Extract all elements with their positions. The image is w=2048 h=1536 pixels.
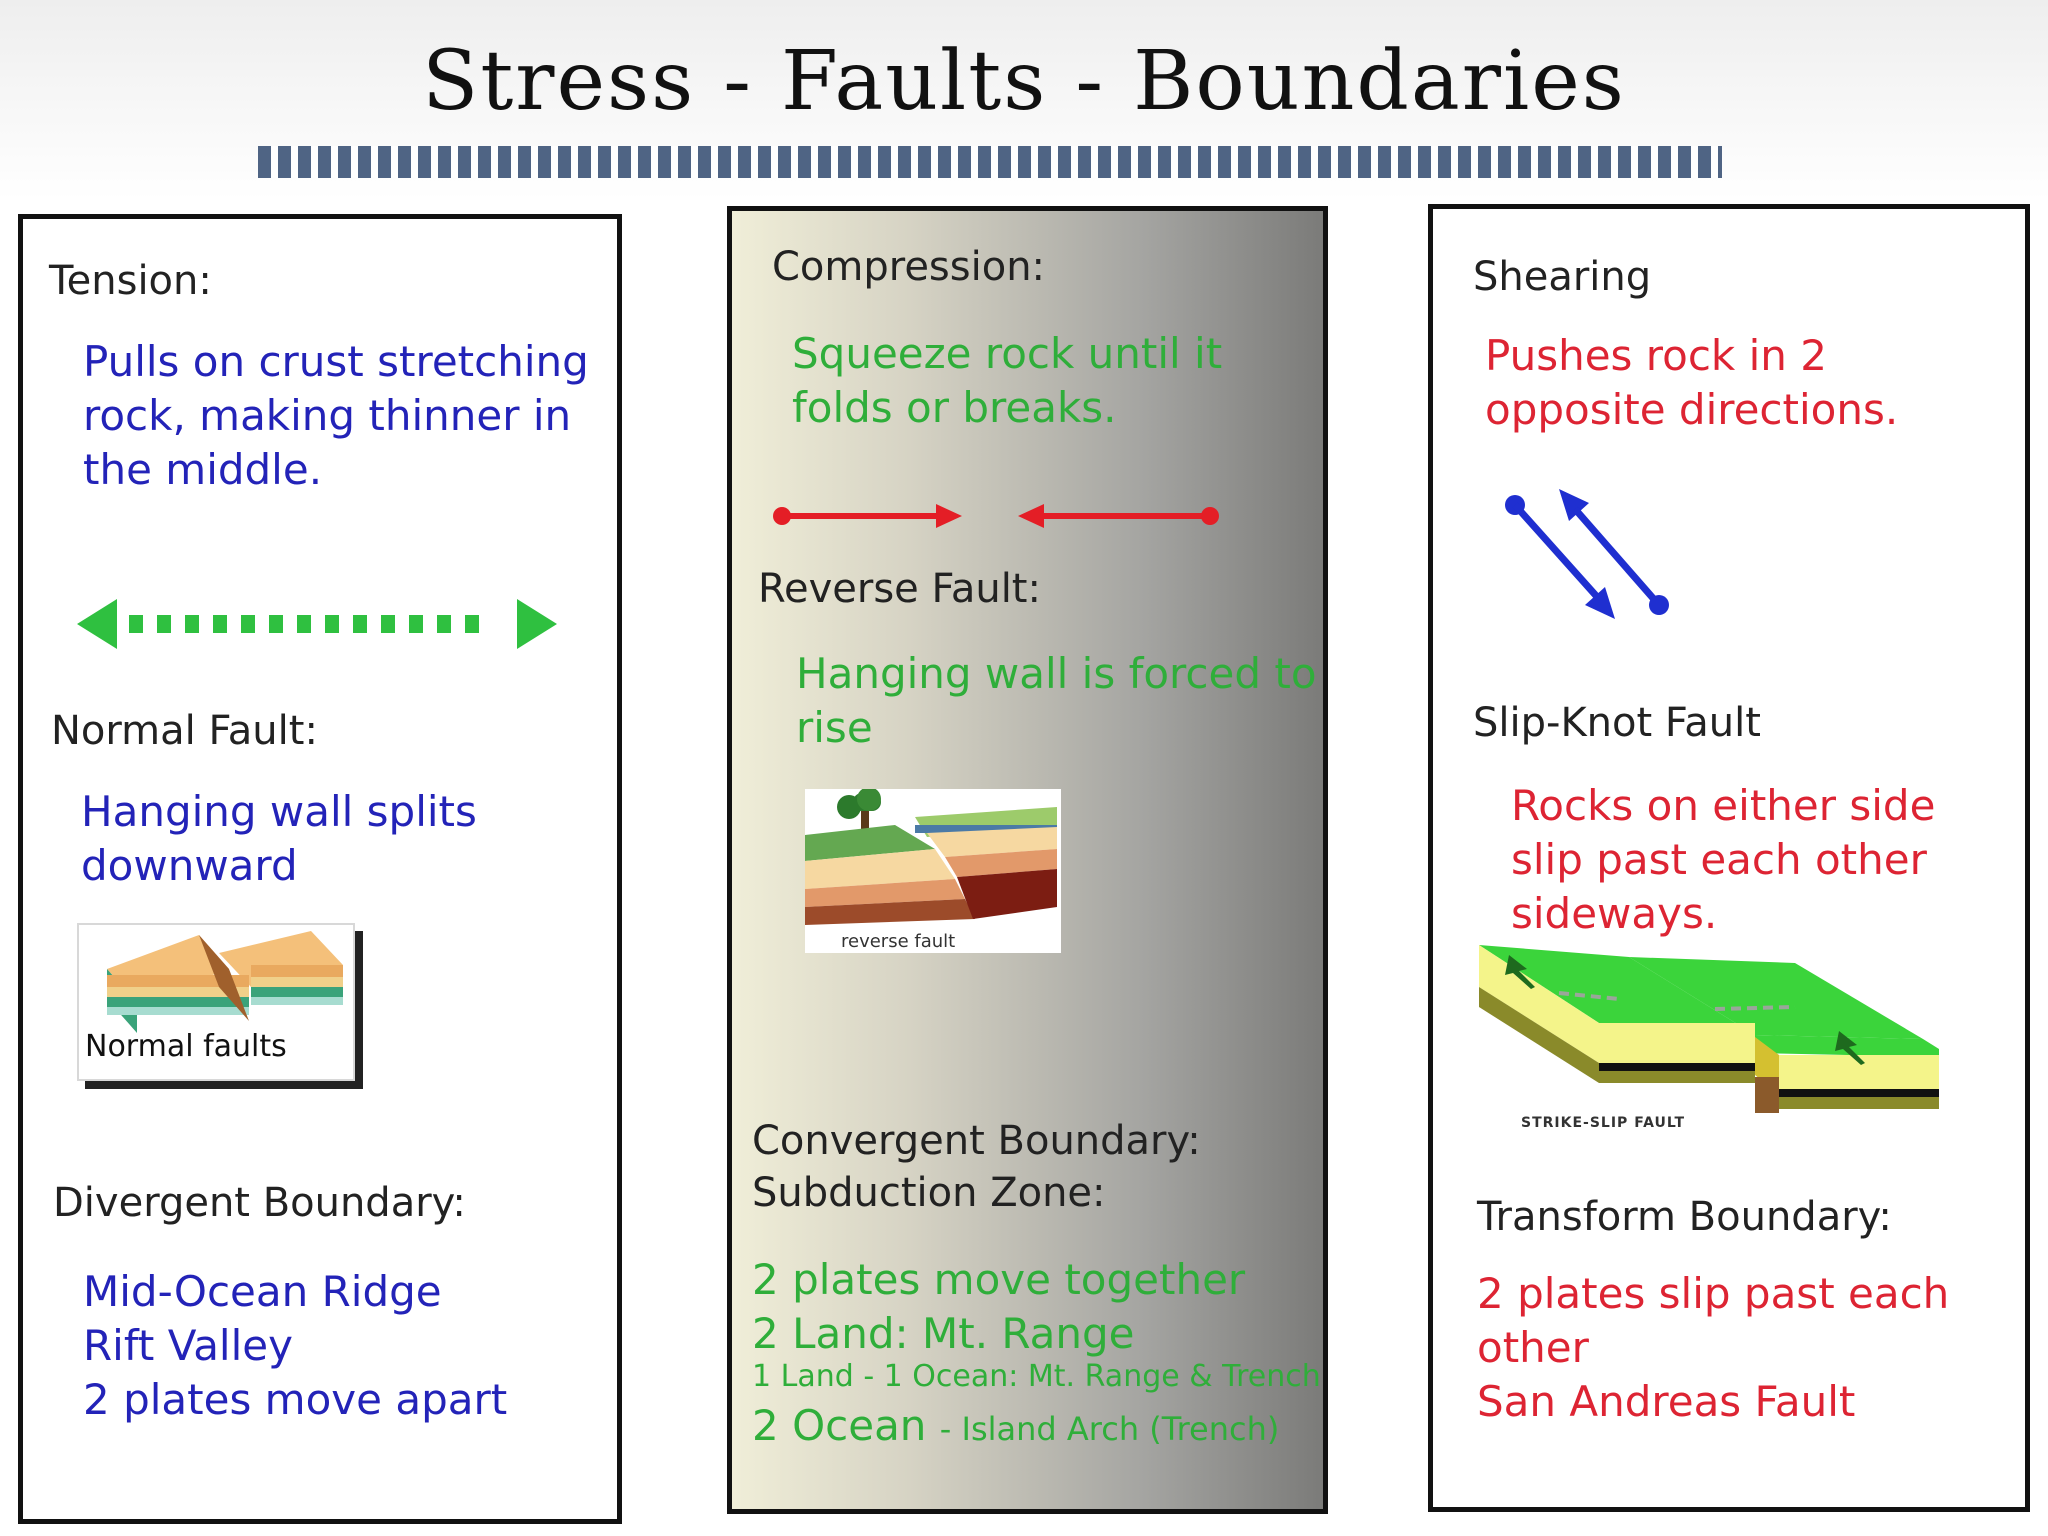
tension-panel: Tension: Pulls on crust stretching rock,… <box>18 214 622 1524</box>
title-divider <box>258 146 1722 178</box>
shearing-panel: Shearing Pushes rock in 2 opposite direc… <box>1428 204 2030 1512</box>
convergent-boundary-heading: Convergent Boundary: Subduction Zone: <box>752 1118 1201 1216</box>
normal-fault-diagram: Normal faults <box>77 923 355 1081</box>
reverse-fault-diagram: reverse fault <box>805 789 1061 953</box>
compression-description: Squeeze rock until it folds or breaks. <box>792 329 1223 432</box>
convergent-line-ocean-ocean: 2 Ocean - Island Arch (Trench) <box>752 1399 1279 1456</box>
page-title: Stress - Faults - Boundaries <box>422 34 1626 129</box>
reverse-fault-description: Hanging wall is forced to rise <box>796 649 1317 752</box>
strike-slip-fault-illustration <box>1479 945 1939 1113</box>
shearing-heading: Shearing <box>1473 254 1652 300</box>
compression-panel: Compression: Squeeze rock until it folds… <box>727 206 1328 1514</box>
transform-boundary-heading: Transform Boundary: <box>1477 1194 1892 1240</box>
tension-description: Pulls on crust stretching rock, making t… <box>83 337 589 494</box>
converging-arrows-icon <box>773 504 1219 528</box>
divergent-line-plates-apart: 2 plates move apart <box>83 1375 508 1424</box>
strike-slip-fault-label: STRIKE-SLIP FAULT <box>1521 1115 1686 1131</box>
normal-fault-illustration <box>107 931 343 1033</box>
normal-fault-label: Normal faults <box>85 1029 287 1064</box>
strike-slip-fault-diagram: STRIKE-SLIP FAULT <box>1479 945 1949 1141</box>
slip-knot-fault-description: Rocks on either side slip past each othe… <box>1511 781 1936 938</box>
convergent-line-land-ocean: 1 Land - 1 Ocean: Mt. Range & Trench <box>752 1359 1321 1394</box>
convergent-line-plates-together: 2 plates move together <box>752 1255 1246 1304</box>
double-dashed-arrow-icon <box>77 599 557 649</box>
divergent-line-rift-valley: Rift Valley <box>83 1321 293 1370</box>
shearing-description: Pushes rock in 2 opposite directions. <box>1485 331 1899 434</box>
tension-heading: Tension: <box>49 258 212 304</box>
divergent-boundary-heading: Divergent Boundary: <box>53 1180 466 1226</box>
normal-fault-heading: Normal Fault: <box>51 708 318 754</box>
convergent-ocean-main: 2 Ocean <box>752 1401 927 1450</box>
slip-knot-fault-heading: Slip-Knot Fault <box>1473 700 1761 746</box>
convergent-line-land-land: 2 Land: Mt. Range <box>752 1309 1135 1358</box>
normal-fault-description: Hanging wall splits downward <box>81 787 477 890</box>
convergent-ocean-sub: - Island Arch (Trench) <box>939 1410 1280 1448</box>
reverse-fault-illustration <box>805 789 1057 925</box>
compression-heading: Compression: <box>772 244 1046 290</box>
opposing-diagonal-arrows-icon <box>1505 489 1669 619</box>
reverse-fault-heading: Reverse Fault: <box>758 566 1041 612</box>
transform-boundary-description: 2 plates slip past each other San Andrea… <box>1477 1269 1950 1426</box>
reverse-fault-label: reverse fault <box>841 931 956 952</box>
divergent-line-mid-ocean-ridge: Mid-Ocean Ridge <box>83 1267 442 1316</box>
